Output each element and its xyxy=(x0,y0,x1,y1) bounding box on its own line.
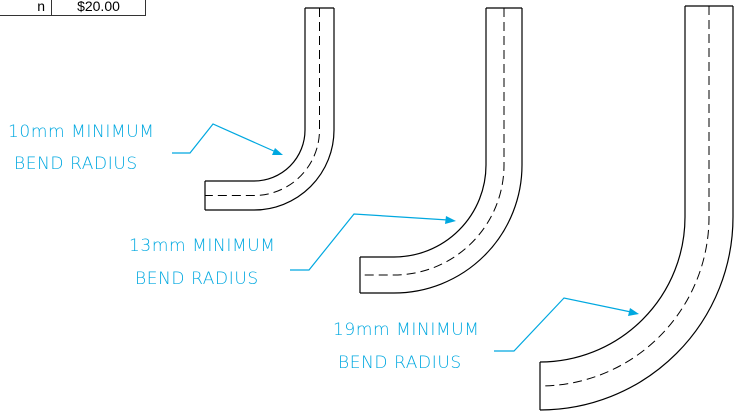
arrowhead-13mm xyxy=(445,216,456,224)
callout-13mm-line2: BEND RADIUS xyxy=(135,269,259,289)
tube-small-centerline xyxy=(205,8,320,196)
callout-10mm-line1: 10mm MINIMUM xyxy=(8,122,155,142)
price-cell: $20.00 xyxy=(51,0,146,16)
tube-large-outer-edge xyxy=(539,6,734,411)
tube-large-bend xyxy=(539,5,734,411)
callout-19mm-line1: 19mm MINIMUM xyxy=(333,320,480,340)
tube-large-centerline xyxy=(539,6,710,387)
tube-small-bend xyxy=(204,7,335,211)
callout-13mm: 13mm MINIMUM BEND RADIUS xyxy=(129,213,456,289)
tube-small-inner-edge xyxy=(205,8,306,182)
leader-line-13mm xyxy=(290,213,449,271)
price-table: n $20.00 xyxy=(0,0,146,16)
tube-medium-inner-edge xyxy=(360,8,487,258)
table-row: n $20.00 xyxy=(0,0,146,16)
leader-line-10mm xyxy=(172,123,277,154)
tube-large-inner-edge xyxy=(539,6,686,363)
leader-line-19mm xyxy=(494,297,632,352)
callout-13mm-line1: 13mm MINIMUM xyxy=(129,236,276,256)
tube-medium-outer-edge xyxy=(360,8,523,294)
tube-small-outer-edge xyxy=(205,8,335,211)
tube-medium-bend xyxy=(359,7,523,294)
callout-10mm-line2: BEND RADIUS xyxy=(14,154,138,174)
callout-10mm: 10mm MINIMUM BEND RADIUS xyxy=(8,122,283,174)
arrowhead-10mm xyxy=(272,148,283,155)
callout-19mm: 19mm MINIMUM BEND RADIUS xyxy=(333,297,639,373)
callout-19mm-line2: BEND RADIUS xyxy=(338,353,462,373)
tube-medium-centerline xyxy=(360,8,505,276)
arrowhead-19mm xyxy=(628,308,639,316)
